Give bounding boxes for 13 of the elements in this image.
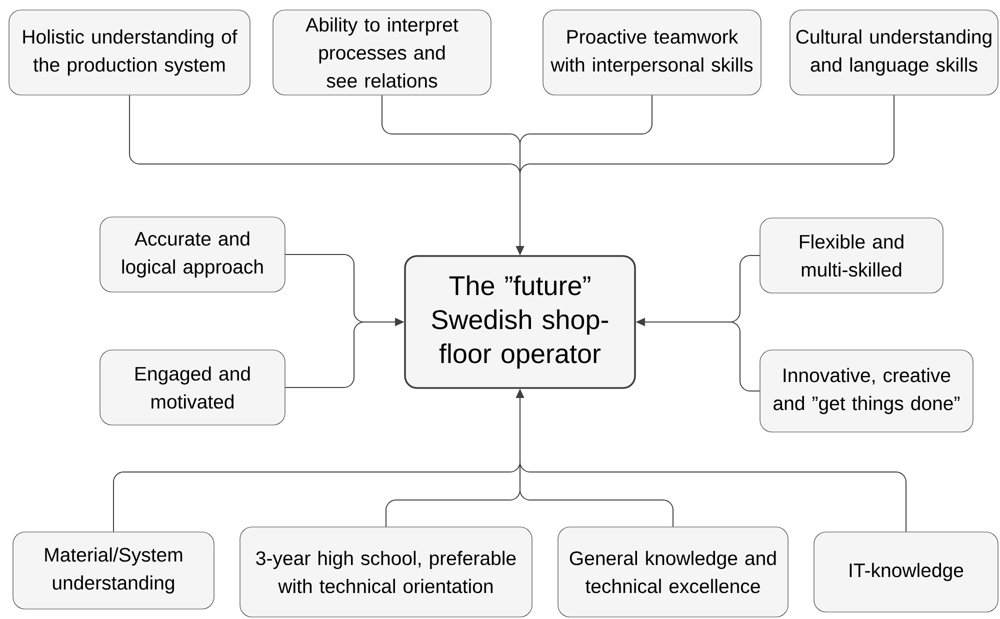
skill-box: Ability to interpret processes and see relations — [272, 10, 492, 96]
skill-box: 3-year high school, preferable with technical orientation — [240, 526, 532, 618]
skill-box: Proactive teamwork with interpersonal skills — [542, 10, 762, 96]
skill-box: Flexible and multi-skilled — [760, 218, 944, 294]
skill-box: Cultural understanding and language skills — [790, 10, 998, 96]
skill-box: Holistic understanding of the production system — [8, 10, 250, 96]
skill-box: Engaged and motivated — [100, 350, 286, 426]
skill-box: Accurate and logical approach — [100, 216, 286, 292]
skill-box: IT-knowledge — [814, 532, 998, 612]
center-box: The ”future” Swedish shop-floor operator — [404, 255, 636, 389]
skill-box: General knowledge and technical excellence — [558, 526, 788, 618]
skill-box: Material/System understanding — [12, 532, 214, 610]
skill-box: Innovative, creative and ”get things done” — [760, 350, 974, 432]
